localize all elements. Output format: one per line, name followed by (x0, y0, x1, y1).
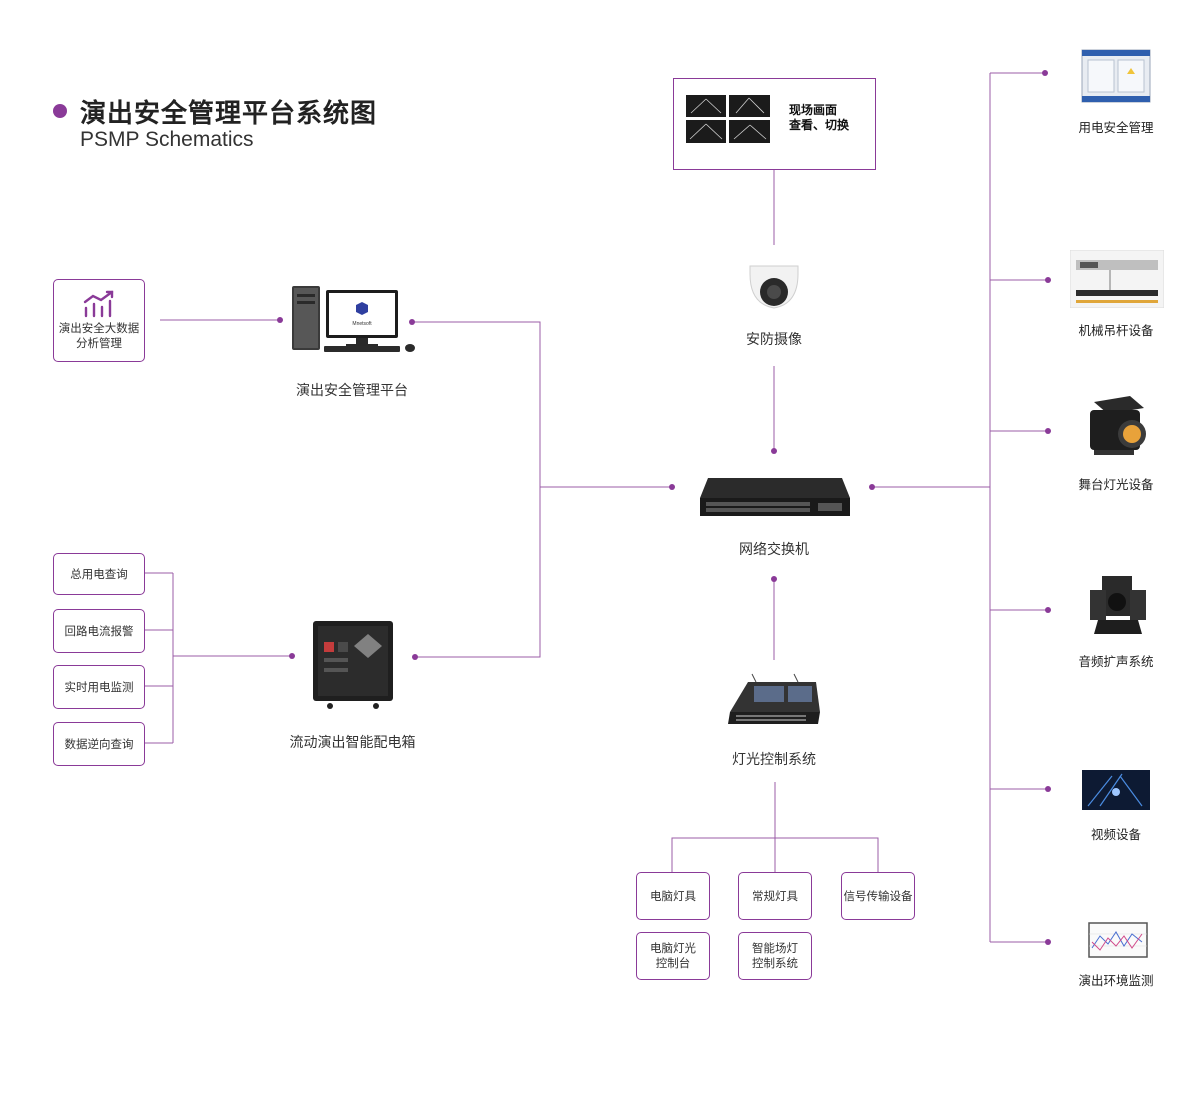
device-label-spotlight: 舞台灯光设备 (1078, 477, 1154, 492)
item-lighting-console-line2: 控制台 (655, 956, 691, 970)
environment-monitor-icon (1088, 922, 1148, 958)
stage-spotlight-icon (1090, 396, 1146, 455)
speaker-system-icon (1090, 576, 1146, 634)
item-signal-transmission[interactable]: 信号传输设备 (841, 872, 915, 920)
video-thumbnails-icon (686, 95, 770, 143)
item-smart-house-lights[interactable]: 智能场灯 控制系统 (738, 932, 812, 980)
analytics-label-line1: 演出安全大数据 (58, 321, 140, 335)
item-lighting-console[interactable]: 电脑灯光 控制台 (636, 932, 710, 980)
feature-reverse-query[interactable]: 数据逆向查询 (53, 722, 145, 766)
device-label-hoist: 机械吊杆设备 (1078, 323, 1154, 338)
lighting-console-icon (728, 673, 820, 724)
item-moving-lights[interactable]: 电脑灯具 (636, 872, 710, 920)
item-lighting-console-line1: 电脑灯光 (650, 941, 696, 955)
power-box-label: 流动演出智能配电箱 (289, 735, 416, 751)
feature-circuit-alarm[interactable]: 回路电流报警 (53, 609, 145, 653)
item-smart-house-lights-line1: 智能场灯 (752, 941, 798, 955)
device-label-speaker: 音频扩声系统 (1078, 654, 1154, 669)
device-label-environment: 演出环境监测 (1078, 973, 1154, 988)
item-conventional-lights[interactable]: 常规灯具 (738, 872, 812, 920)
video-screen-icon (1082, 770, 1150, 810)
live-feed-label: 现场画面 查看、切换 (789, 103, 849, 133)
page-title: 演出安全管理平台系统图 (80, 99, 378, 129)
dome-camera-icon (749, 265, 799, 309)
live-feed-line2: 查看、切换 (789, 118, 850, 132)
switch-label: 网络交换机 (739, 542, 809, 558)
lighting-control-label: 灯光控制系统 (732, 752, 816, 768)
analytics-box[interactable]: 演出安全大数据 分析管理 (53, 279, 145, 362)
analytics-chart-icon (83, 290, 114, 318)
feature-realtime-monitor[interactable]: 实时用电监测 (53, 665, 145, 709)
page-subtitle: PSMP Schematics (80, 128, 254, 151)
item-smart-house-lights-line2: 控制系统 (752, 956, 798, 970)
mechanical-hoist-icon (1070, 250, 1164, 308)
electrical-cabinet-icon (1081, 49, 1151, 103)
screen-logo-text: Mnetsoft (352, 321, 372, 327)
title-bullet (53, 104, 67, 118)
platform-label: 演出安全管理平台 (296, 383, 408, 399)
device-label-electrical: 用电安全管理 (1078, 120, 1154, 135)
feature-total-power[interactable]: 总用电查询 (53, 553, 145, 595)
power-distribution-box-icon (313, 621, 393, 709)
device-label-video: 视频设备 (1090, 827, 1141, 842)
live-feed-line1: 现场画面 (789, 103, 838, 117)
analytics-label-line2: 分析管理 (76, 336, 122, 350)
camera-label: 安防摄像 (746, 332, 802, 348)
live-feed-panel[interactable] (673, 78, 876, 170)
desktop-computer-icon: Mnetsoft (292, 286, 415, 352)
network-switch-icon (700, 478, 850, 516)
